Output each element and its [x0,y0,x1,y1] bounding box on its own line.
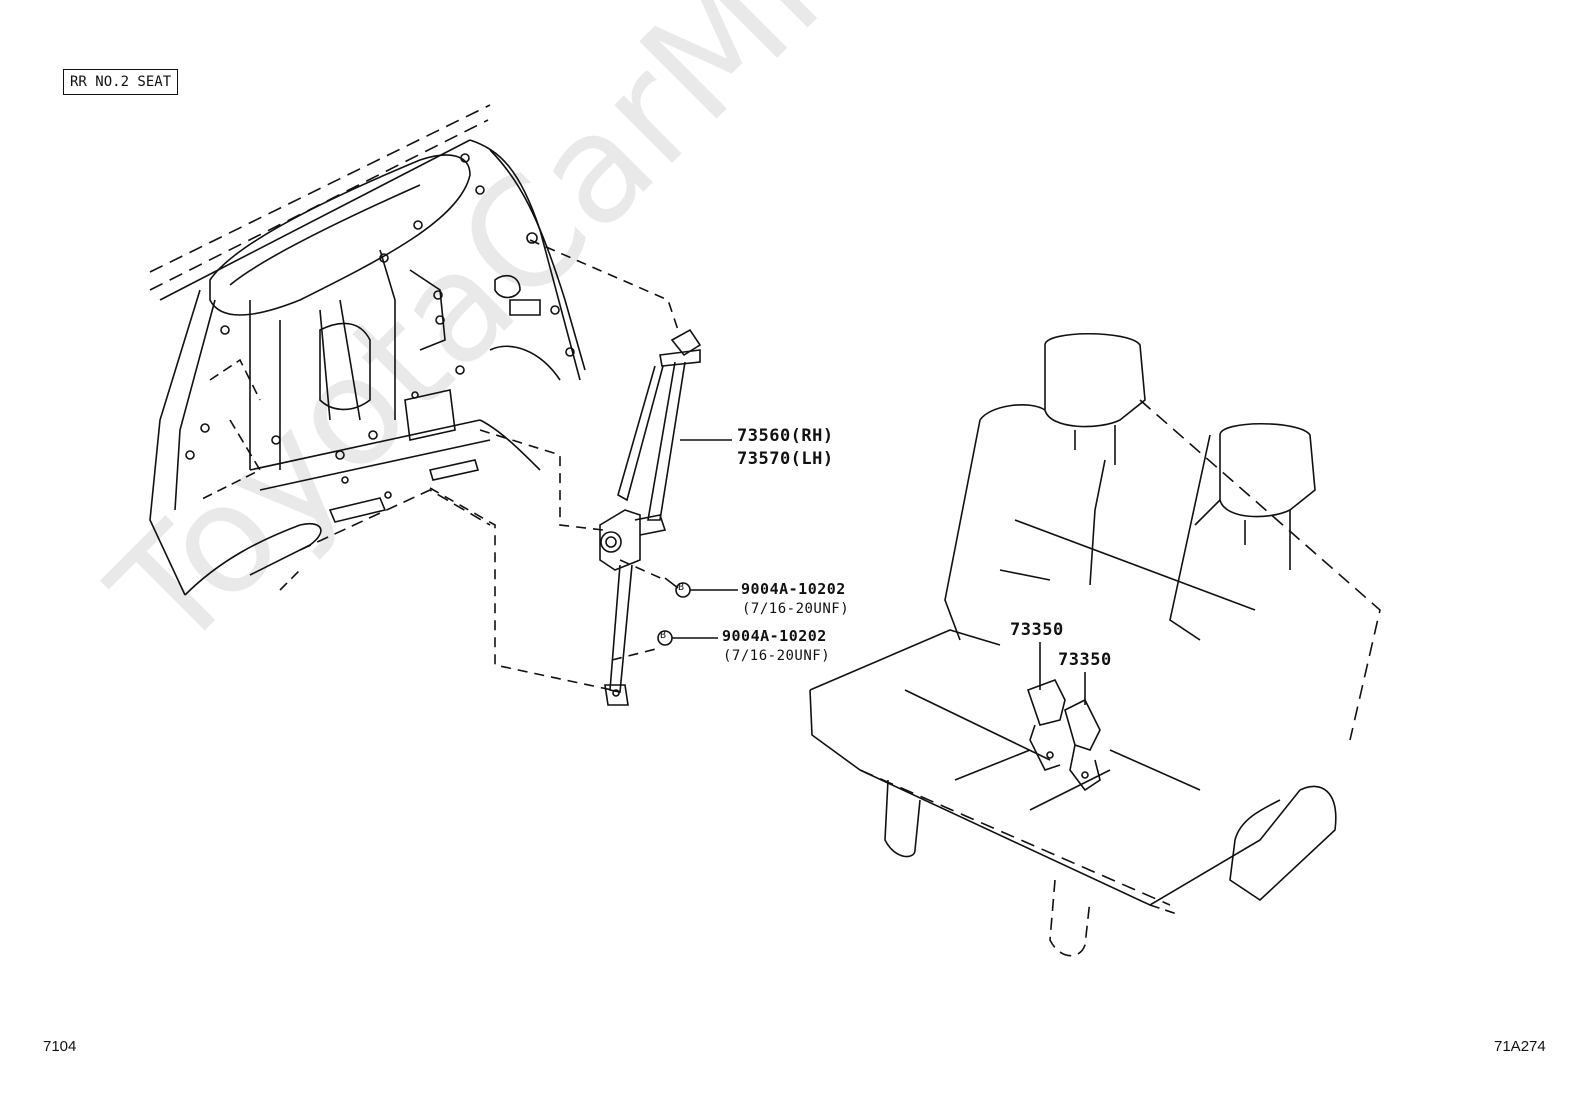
bolt-1-leader-a [664,577,679,589]
rear-seat-drawing [809,333,1381,957]
bolt-1-symbol: B [678,582,685,593]
belt-rh-label: 73560(RH) [737,426,834,446]
bolt-2-part-label: 9004A-10202 [722,627,827,645]
bolt-1-circle [675,582,691,598]
bolt-2-spec-label: (7/16-20UNF) [723,648,831,664]
bolt-2-circle [657,630,673,646]
bolt-2-symbol: B [660,630,667,641]
attachment-leader-lines [429,239,679,691]
page-id-right: 71A274 [1494,1038,1546,1055]
seat-belt-assembly [599,328,702,706]
buckle-2-label: 73350 [1058,650,1112,670]
bolt-1-spec-label: (7/16-20UNF) [742,601,850,617]
body-panel-drawing [149,104,586,596]
belt-lh-label: 73570(LH) [737,449,834,469]
buckle-1-label: 73350 [1010,620,1064,640]
bolt-1-part-label: 9004A-10202 [741,580,846,598]
page-id-left: 7104 [43,1038,77,1055]
section-label: RR NO.2 SEAT [63,69,179,95]
